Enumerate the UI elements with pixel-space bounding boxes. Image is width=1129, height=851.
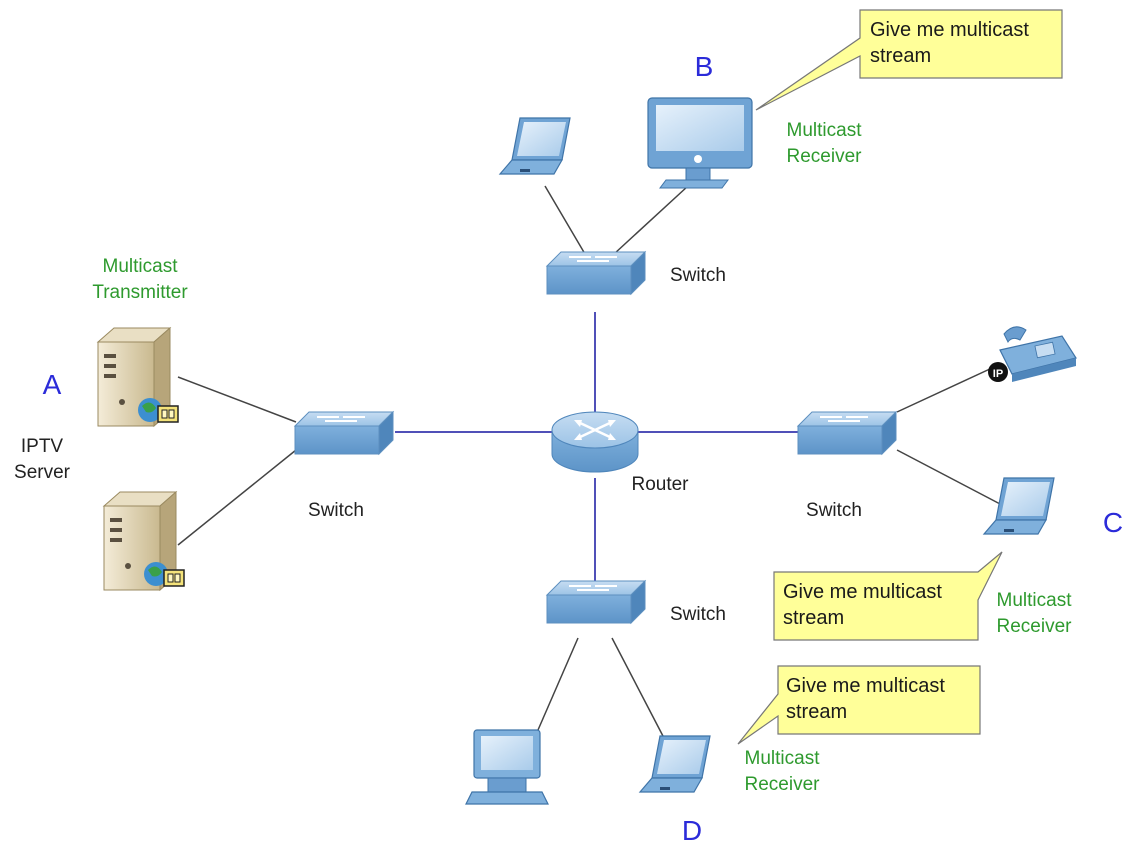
switch-label-left: Switch	[308, 500, 364, 521]
callout-c: Give me multicast stream	[773, 551, 1003, 641]
link-receiver-d-switch	[611, 637, 665, 739]
iptv-label-line1: IPTV	[21, 436, 64, 457]
callout-d-line1: Give me multicast	[786, 675, 945, 697]
node-letter-a: A	[43, 369, 62, 400]
callout-b: Give me multicast stream	[755, 9, 1063, 111]
receiver-c-label-line2: Receiver	[997, 616, 1073, 637]
link-laptop-top-switch	[544, 185, 586, 255]
receiver-c-label-line1: Multicast	[997, 590, 1073, 611]
receiver-d-label-line2: Receiver	[745, 774, 821, 795]
callout-d: Give me multicast stream	[737, 665, 981, 745]
receiver-b-label-line2: Receiver	[787, 146, 863, 167]
link-receiver-b-switch	[613, 185, 689, 255]
desktop-computer-icon	[465, 729, 549, 805]
callout-d-line2: stream	[786, 701, 847, 723]
router-icon	[551, 411, 639, 473]
receiver-d-label-line1: Multicast	[745, 748, 821, 769]
link-phone-switch	[896, 367, 993, 413]
node-letter-b: B	[695, 51, 714, 82]
switch-label-bottom: Switch	[670, 604, 726, 625]
laptop-icon	[499, 117, 571, 175]
iptv-server-icon	[103, 491, 185, 591]
monitor-icon	[647, 97, 753, 189]
laptop-icon	[639, 735, 711, 793]
switch-icon	[546, 251, 646, 295]
link-server1-switch	[177, 376, 297, 423]
callout-c-line2: stream	[783, 607, 844, 629]
link-server2-switch	[177, 449, 297, 546]
node-letter-d: D	[682, 815, 702, 846]
transmitter-label-line1: Multicast	[103, 256, 179, 277]
switch-icon	[546, 580, 646, 624]
receiver-b-label-line1: Multicast	[787, 120, 863, 141]
node-letter-c: C	[1103, 507, 1123, 538]
switch-label-top: Switch	[670, 265, 726, 286]
callout-b-line1: Give me multicast	[870, 19, 1029, 41]
switch-label-right: Switch	[806, 500, 862, 521]
links	[177, 185, 1003, 739]
iptv-label-line2: Server	[14, 462, 71, 483]
link-desktop-d-switch	[537, 637, 579, 731]
switch-icon	[294, 411, 394, 455]
ip-badge-label: IP	[993, 368, 1003, 380]
router-label: Router	[631, 474, 689, 495]
ip-phone-icon: IP	[988, 326, 1077, 382]
laptop-icon	[983, 477, 1055, 535]
callout-b-line2: stream	[870, 45, 931, 67]
transmitter-label-line2: Transmitter	[92, 282, 188, 303]
callout-c-line1: Give me multicast	[783, 581, 942, 603]
iptv-server-icon	[97, 327, 179, 427]
link-receiver-c-switch	[896, 449, 1003, 506]
switch-icon	[797, 411, 897, 455]
